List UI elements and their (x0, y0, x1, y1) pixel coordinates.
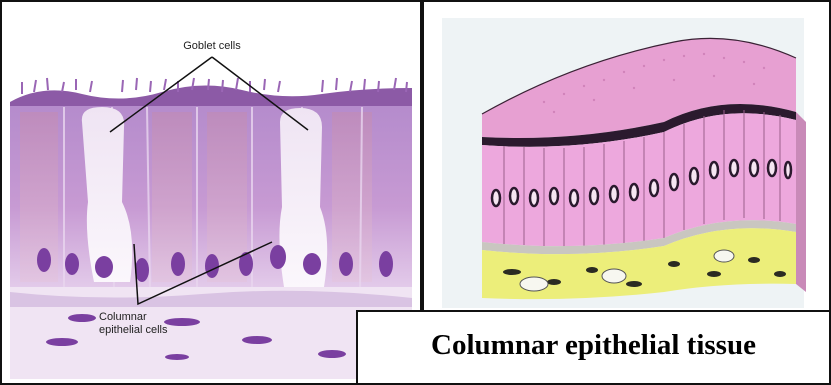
label-columnar-line1: Columnar (99, 311, 147, 323)
caption-box: Columnar epithelial tissue (356, 310, 831, 385)
label-goblet-cells: Goblet cells (183, 40, 241, 52)
block-side-face (796, 112, 806, 292)
caption-title: Columnar epithelial tissue (358, 329, 829, 362)
apical-border (10, 85, 412, 106)
label-columnar-line2: epithelial cells (99, 324, 168, 336)
